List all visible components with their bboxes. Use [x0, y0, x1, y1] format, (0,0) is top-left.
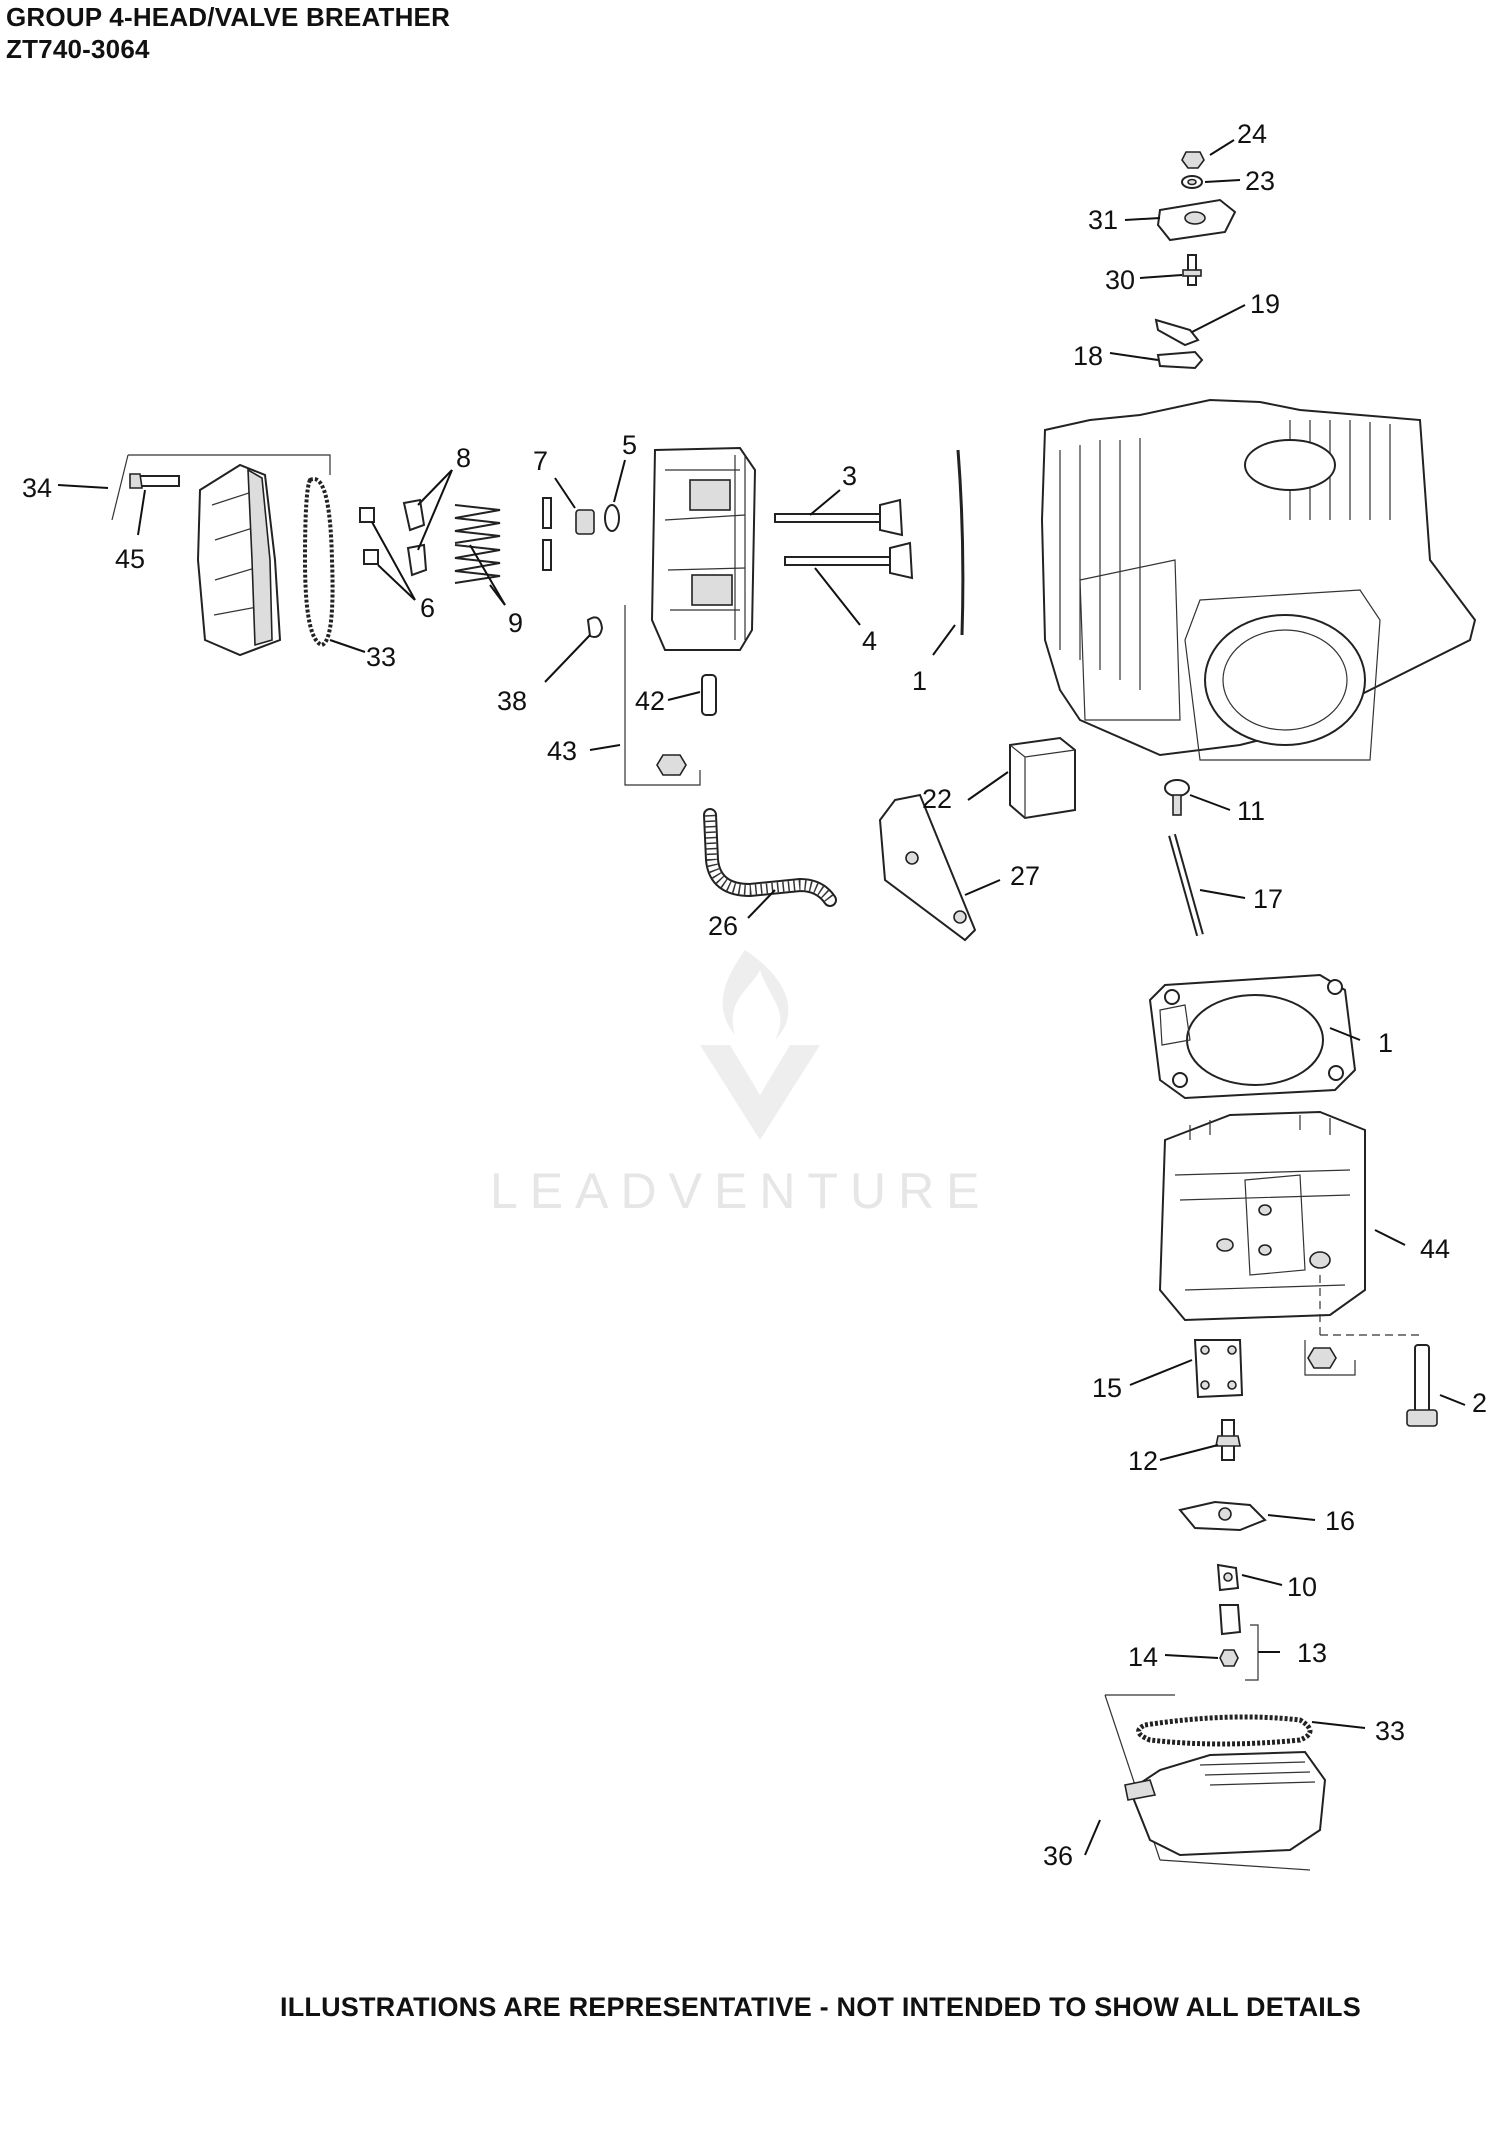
watermark-logo — [700, 950, 820, 1140]
callout-38: 38 — [497, 686, 527, 716]
part-34-valve-cover-assembly — [111, 454, 331, 657]
part-38-clip — [586, 616, 604, 638]
part-12-rocker-stud — [1215, 1419, 1241, 1461]
part-15-guide-plate — [1193, 1339, 1244, 1399]
callout-42: 42 — [635, 686, 665, 716]
callout-34: 34 — [22, 473, 52, 503]
callout-8: 8 — [456, 443, 471, 473]
callout-13: 13 — [1297, 1638, 1327, 1668]
part-31-plate — [1156, 198, 1237, 242]
callout-44: 44 — [1420, 1234, 1450, 1264]
part-1-head-gasket — [1148, 973, 1357, 1100]
part-7-valve-seal — [575, 509, 595, 535]
callout-2: 2 — [1472, 1388, 1487, 1418]
callout-6: 6 — [420, 593, 435, 623]
part-6-valve-keepers — [359, 507, 379, 565]
diagram-title: GROUP 4-HEAD/VALVE BREATHER — [6, 2, 451, 32]
part-5-washer — [604, 504, 620, 532]
callout-19: 19 — [1250, 289, 1280, 319]
part-11-push-rod-guide — [1164, 779, 1190, 816]
part-4-exhaust-valve — [784, 541, 914, 580]
callout-45: 45 — [115, 544, 145, 574]
callout-33-upper: 33 — [366, 642, 396, 672]
part-26-breather-hose — [703, 808, 837, 907]
callout-33-lower: 33 — [1375, 1716, 1405, 1746]
part-42-dowel — [701, 674, 717, 716]
part-8-retainers — [402, 498, 428, 577]
watermark-text: LEADVENTURE — [490, 1163, 992, 1219]
callout-15: 15 — [1092, 1373, 1122, 1403]
part-1-gasket-edge — [956, 449, 965, 636]
callout-labels: 24 23 31 30 19 18 34 45 8 7 5 3 6 9 33 4… — [22, 119, 1487, 1871]
callout-24: 24 — [1237, 119, 1267, 149]
part-18-clip — [1156, 350, 1204, 370]
part-44-bracket — [1304, 1275, 1420, 1376]
part-19-clip — [1154, 318, 1200, 347]
part-valve-pins — [542, 497, 552, 571]
part-36-valve-cover — [1104, 1694, 1327, 1871]
callout-26: 26 — [708, 911, 738, 941]
callout-17: 17 — [1253, 884, 1283, 914]
part-3-intake-valve — [774, 498, 904, 537]
callout-23: 23 — [1245, 166, 1275, 196]
part-33-gasket-upper — [302, 477, 335, 648]
callout-5: 5 — [622, 430, 637, 460]
part-13-adjuster — [1218, 1604, 1259, 1681]
callout-22: 22 — [922, 784, 952, 814]
callout-43: 43 — [547, 736, 577, 766]
callout-3: 3 — [842, 461, 857, 491]
part-9-valve-springs — [454, 504, 501, 584]
callout-14: 14 — [1128, 1642, 1158, 1672]
callout-18: 18 — [1073, 341, 1103, 371]
callout-9: 9 — [508, 608, 523, 638]
part-16-rocker-arm — [1178, 1500, 1267, 1532]
leader-lines — [57, 139, 1466, 1856]
part-23-washer — [1181, 175, 1203, 189]
callout-1-gasket-edge: 1 — [912, 666, 927, 696]
part-24-nut — [1181, 151, 1205, 169]
callout-11: 11 — [1237, 796, 1265, 826]
callout-30: 30 — [1105, 265, 1135, 295]
model-number: ZT740-3064 — [6, 34, 150, 64]
callout-10: 10 — [1287, 1572, 1317, 1602]
part-27-breather-cover — [878, 793, 977, 942]
part-10-rocker-pivot — [1216, 1563, 1240, 1592]
callout-16: 16 — [1325, 1506, 1355, 1536]
part-33-gasket-lower — [1136, 1714, 1313, 1747]
callout-12: 12 — [1128, 1446, 1158, 1476]
part-43-bracket — [624, 605, 701, 786]
callout-27: 27 — [1010, 861, 1040, 891]
part-30-stud — [1182, 254, 1202, 286]
callout-31: 31 — [1088, 205, 1118, 235]
part-cylinder-head-side — [650, 446, 757, 651]
disclaimer-footer: ILLUSTRATIONS ARE REPRESENTATIVE - NOT I… — [280, 1992, 1361, 2022]
part-14-nut — [1219, 1649, 1239, 1667]
part-22-filter-block — [1009, 736, 1076, 820]
callout-7: 7 — [533, 446, 548, 476]
callout-36: 36 — [1043, 1841, 1073, 1871]
part-crankcase-block — [1040, 398, 1477, 761]
callout-1-head-gasket: 1 — [1378, 1028, 1393, 1058]
part-44-cylinder-head — [1158, 1110, 1366, 1322]
part-2-head-bolt — [1406, 1344, 1438, 1427]
callout-4: 4 — [862, 626, 877, 656]
part-17-push-rod — [1168, 833, 1204, 937]
